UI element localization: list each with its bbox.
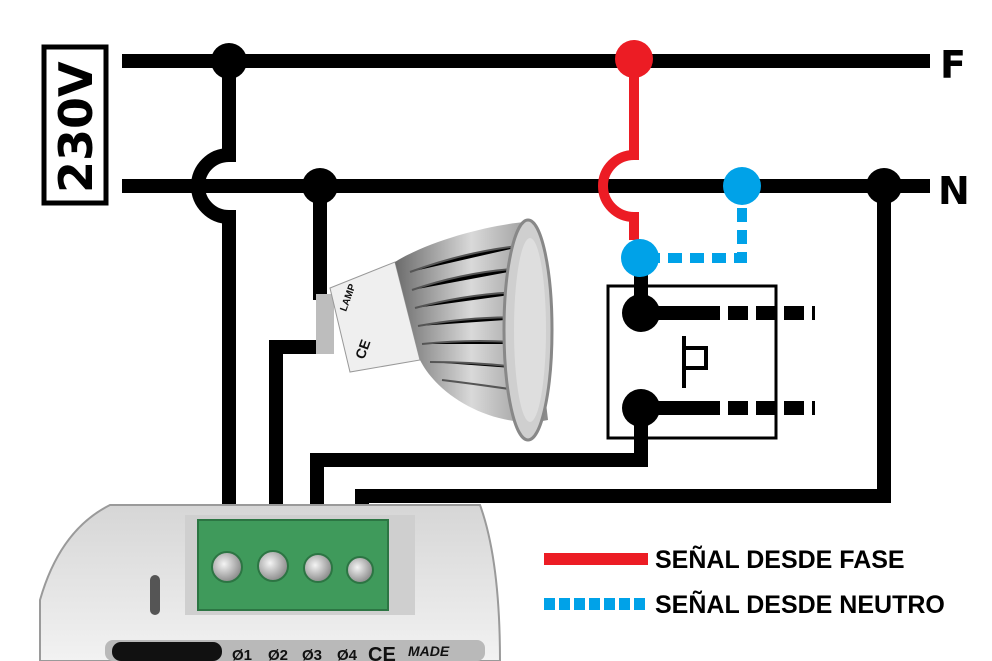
junction-phase-terminal1 [211, 43, 247, 79]
terminal-screw-2[interactable] [257, 550, 289, 582]
legend-label-neutral: SEÑAL DESDE NEUTRO [655, 589, 945, 619]
plate-mark-3: Ø3 [302, 647, 322, 661]
pushbutton-box [606, 284, 778, 440]
neutral-signal-path [650, 186, 747, 263]
neutral-signal-endpoint [621, 239, 659, 277]
led-lamp: LAMP CE [316, 218, 554, 442]
plate-mark-1: Ø1 [232, 647, 252, 661]
voltage-label-box [41, 44, 109, 206]
legend-swatch-phase [544, 553, 648, 565]
terminal-screws [211, 550, 374, 584]
voltage-label: 230V [41, 44, 109, 206]
pushbutton-symbol-icon [682, 336, 708, 388]
module-brand-badge [112, 642, 222, 661]
terminal-screw-4[interactable] [346, 556, 374, 584]
junction-neutral-lamp [302, 168, 338, 204]
wire-phase-to-terminal-1 [191, 61, 236, 560]
plate-mark-4: Ø4 [337, 647, 358, 661]
legend-label-phase: SEÑAL DESDE FASE [655, 544, 905, 574]
phase-label: F [940, 43, 966, 87]
phase-signal-junction [615, 40, 653, 78]
pushbutton [606, 250, 815, 440]
lamp-pins [316, 294, 334, 354]
lamp-lens [514, 238, 546, 422]
lamp-ce-mark: CE [352, 337, 374, 361]
junction-neutral-terminal4 [866, 168, 902, 204]
plate-made: MADE [408, 643, 450, 659]
legend: SEÑAL DESDE FASE SEÑAL DESDE NEUTRO [544, 544, 945, 619]
wire-lamp-to-terminal-2 [269, 340, 322, 560]
control-module: Ø1 Ø2 Ø3 Ø4 CE MADE [39, 504, 502, 661]
plate-ce: CE [368, 644, 396, 661]
neutral-signal-junction [723, 167, 761, 205]
module-slot [150, 575, 160, 615]
terminal-screw-3[interactable] [303, 553, 333, 583]
phase-signal-path [598, 61, 639, 240]
neutral-label: N [938, 169, 970, 213]
terminal-screw-1[interactable] [211, 551, 243, 583]
voltage-label-text: 230V [49, 61, 103, 193]
plate-mark-2: Ø2 [268, 647, 288, 661]
